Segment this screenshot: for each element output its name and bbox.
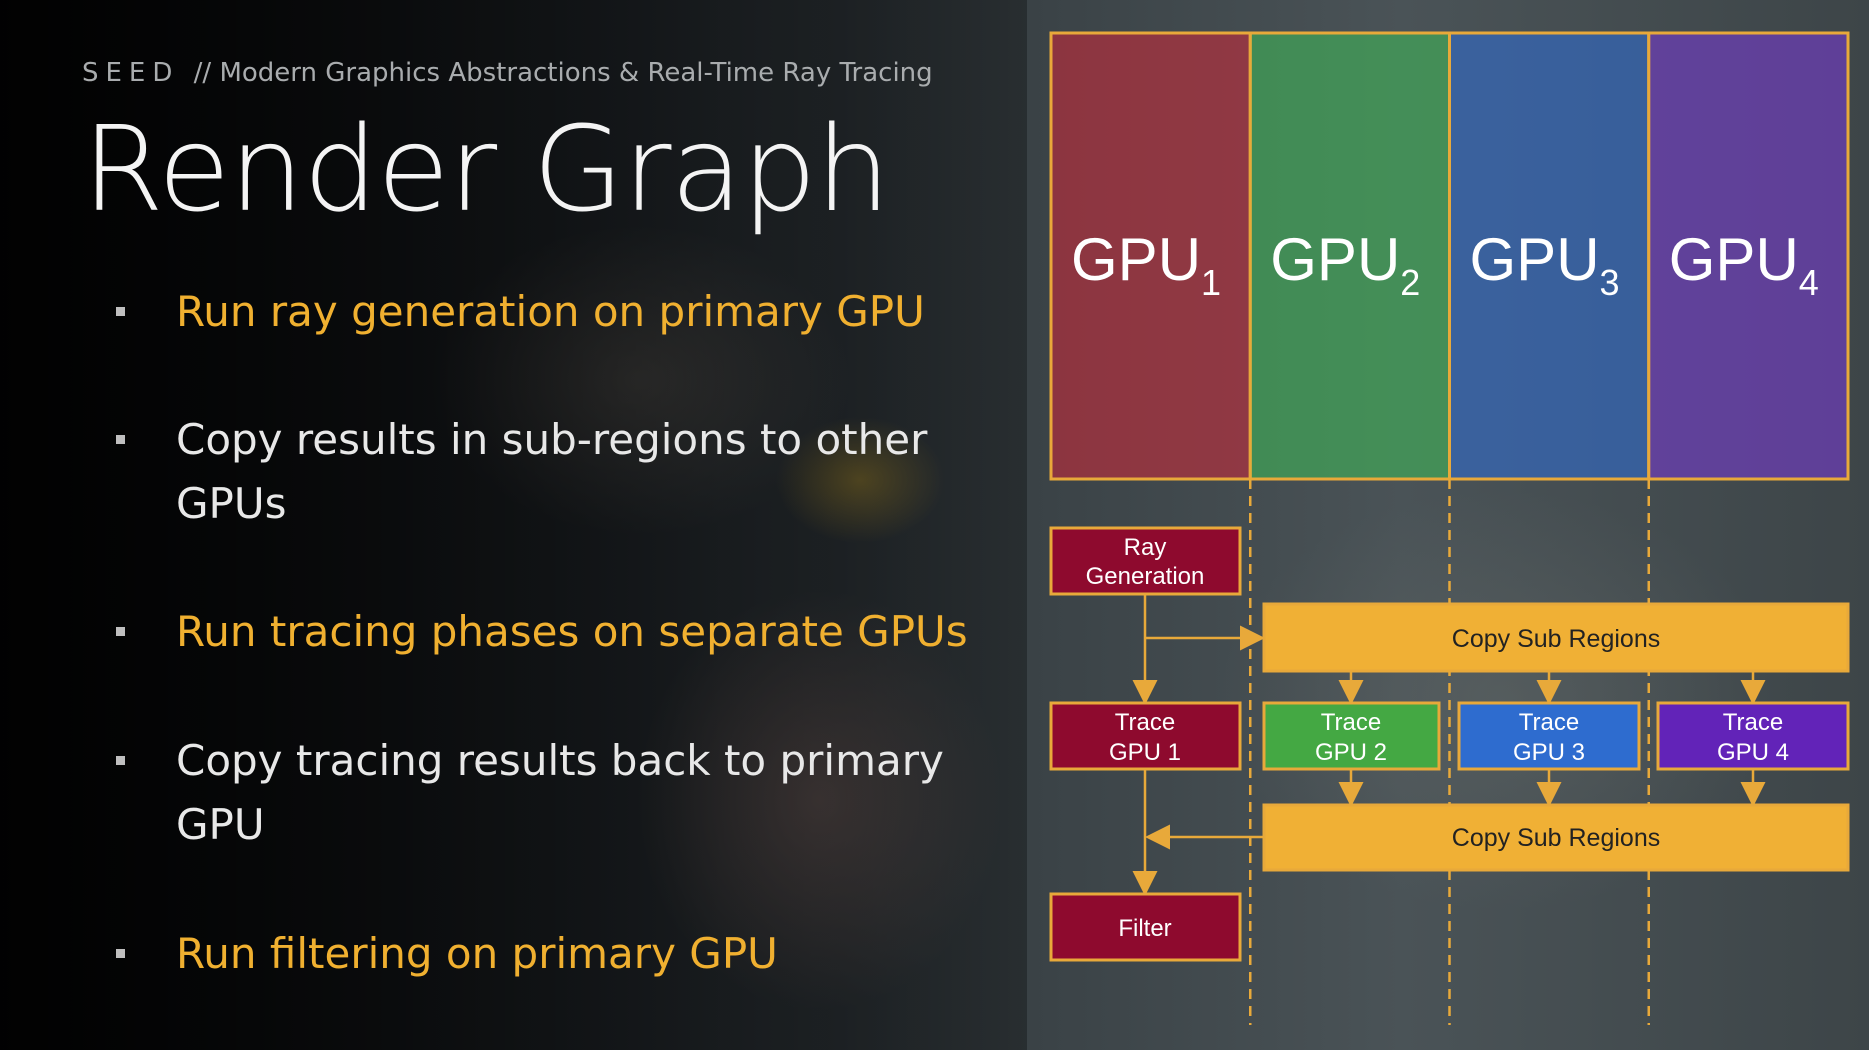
svg-text:Trace: Trace: [1519, 709, 1579, 736]
bullet-item: Run ray generation on primary GPU: [116, 280, 976, 344]
node-ray-generation: Ray Generation: [1049, 526, 1242, 596]
bullet-item: Copy results in sub-regions to other GPU…: [116, 408, 956, 536]
gpu-label: GPU1: [1071, 226, 1221, 303]
node-trace-gpu-3: Trace GPU 3: [1457, 701, 1641, 771]
subtitle: Modern Graphics Abstractions & Real-Time…: [219, 58, 933, 88]
gpu-label: GPU4: [1669, 226, 1819, 303]
node-trace-gpu-1: Trace GPU 1: [1049, 701, 1242, 771]
slide-title: Render Graph: [82, 100, 891, 238]
node-trace-gpu-4: Trace GPU 4: [1656, 701, 1850, 771]
column-dividers: [1249, 479, 1650, 1025]
left-shade: [0, 0, 1027, 1050]
bullet-item: Copy tracing results back to primary GPU: [116, 729, 956, 857]
svg-text:Ray: Ray: [1124, 534, 1167, 561]
gpu-label: GPU3: [1470, 226, 1620, 303]
gpu-region-1: GPU1: [1049, 31, 1252, 481]
bullet-icon: [116, 627, 125, 636]
slide-header: SEED // Modern Graphics Abstractions & R…: [82, 58, 933, 88]
bullet-item: Run filtering on primary GPU: [116, 922, 976, 986]
svg-text:Copy Sub Regions: Copy Sub Regions: [1452, 625, 1660, 653]
bullet-icon: [116, 949, 125, 958]
gpu-region-4: GPU4: [1647, 31, 1850, 481]
bullet-icon: [116, 435, 125, 444]
svg-text:GPU 3: GPU 3: [1513, 739, 1585, 766]
svg-text:Trace: Trace: [1115, 709, 1175, 736]
bullet-icon: [116, 756, 125, 765]
svg-text:Generation: Generation: [1086, 563, 1205, 590]
svg-text:GPU 2: GPU 2: [1315, 739, 1387, 766]
gpu-label: GPU2: [1270, 226, 1420, 303]
separator: //: [193, 58, 212, 88]
svg-text:GPU 4: GPU 4: [1717, 739, 1789, 766]
node-copy-sub-regions-2: Copy Sub Regions: [1262, 803, 1850, 872]
svg-text:Trace: Trace: [1723, 709, 1783, 736]
bullet-item: Run tracing phases on separate GPUs: [116, 600, 996, 664]
node-filter: Filter: [1049, 892, 1242, 962]
svg-text:Filter: Filter: [1118, 915, 1171, 942]
node-copy-sub-regions-1: Copy Sub Regions: [1262, 602, 1850, 673]
node-trace-gpu-2: Trace GPU 2: [1262, 701, 1441, 771]
gpu-region-3: GPU3: [1448, 31, 1651, 481]
svg-text:Copy Sub Regions: Copy Sub Regions: [1452, 824, 1660, 852]
gpu-region-2: GPU2: [1248, 31, 1451, 481]
brand: SEED: [82, 58, 180, 88]
svg-text:Trace: Trace: [1321, 709, 1381, 736]
svg-text:GPU 1: GPU 1: [1109, 739, 1181, 766]
gpu-regions: GPU1 GPU2 GPU3 GPU4: [1049, 31, 1850, 481]
edges: [1132, 594, 1766, 896]
bullet-icon: [116, 307, 125, 316]
